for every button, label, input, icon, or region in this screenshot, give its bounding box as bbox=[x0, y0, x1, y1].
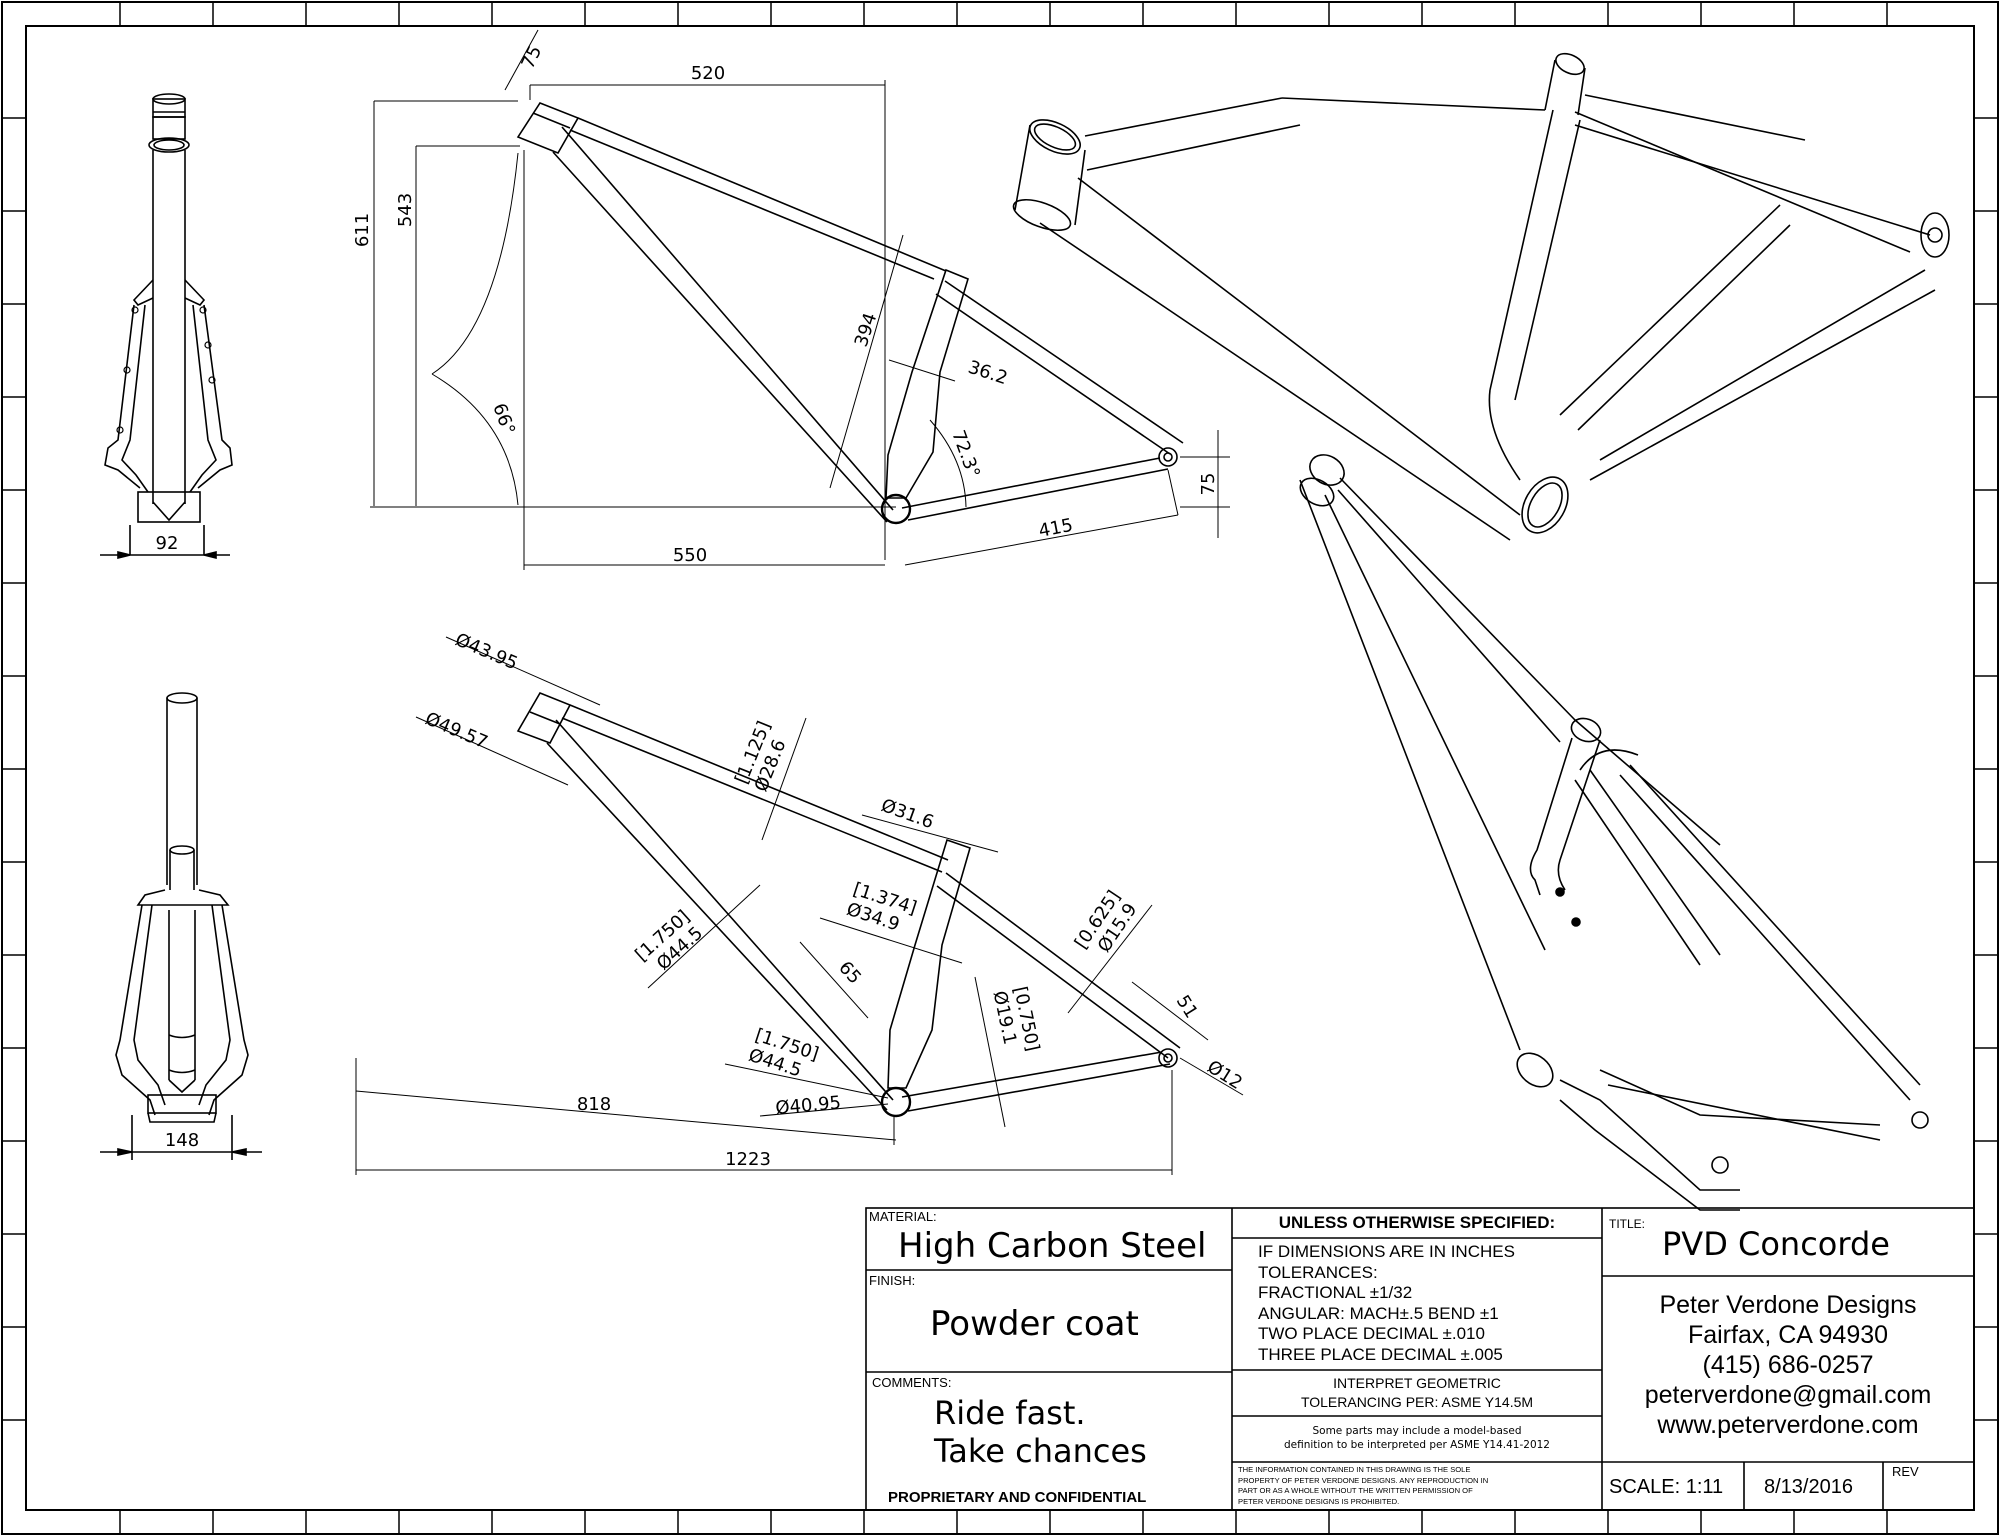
dim-bb-drop: 75 bbox=[1198, 473, 1219, 496]
dim-wheelbase: 1223 bbox=[725, 1149, 771, 1170]
scale-value: SCALE: 1:11 bbox=[1609, 1476, 1724, 1498]
dim-dropout-offset: 51 bbox=[1172, 992, 1202, 1023]
dim-axle: Ø12 bbox=[1203, 1056, 1246, 1093]
notice-line: THE INFORMATION CONTAINED IN THIS DRAWIN… bbox=[1238, 1465, 1471, 1474]
dim-bottle-mount-spacing: 65 bbox=[834, 957, 865, 988]
notice-line: PROPERTY OF PETER VERDONE DESIGNS. ANY R… bbox=[1238, 1475, 1489, 1485]
notice: THE INFORMATION CONTAINED IN THIS DRAWIN… bbox=[1238, 1465, 1488, 1507]
dim-down-tube-label: [1.750] Ø44.5 bbox=[631, 902, 712, 981]
tolerance-line: FRACTIONAL ±1/32 bbox=[1258, 1283, 1413, 1302]
dim-bb-shell: Ø40.95 bbox=[775, 1092, 842, 1119]
tolerance-line: IF DIMENSIONS ARE IN INCHES bbox=[1258, 1242, 1515, 1261]
tolerance-line: TOLERANCES: bbox=[1258, 1262, 1378, 1282]
tolerance-line: ANGULAR: MACH±.5 BEND ±1 bbox=[1258, 1303, 1499, 1323]
isometric-view-rear bbox=[1299, 454, 1929, 1211]
dim-top-tube-label: [1.125] Ø28.6 bbox=[731, 713, 797, 795]
dim-head-tube-top-height: 543 bbox=[395, 193, 416, 227]
rev-label: REV bbox=[1892, 1464, 1919, 1479]
rear-view bbox=[100, 692, 262, 1160]
dim-effective-top-tube: 520 bbox=[691, 63, 725, 84]
isometric-view-front bbox=[1012, 52, 1950, 541]
company-email: peterverdone@gmail.com bbox=[1644, 1381, 1932, 1409]
title-label: TITLE: bbox=[1609, 1217, 1646, 1231]
company-info: Peter Verdone Designs Fairfax, CA 94930 … bbox=[1604, 1290, 1972, 1440]
company-name: Peter Verdone Designs bbox=[1659, 1291, 1917, 1319]
dim-down-tube-lower-label: [1.750] Ø44.5 bbox=[746, 1025, 827, 1087]
dim-head-tube-upper-od: Ø43.95 bbox=[452, 629, 521, 674]
dim-seat-tube-label: [1.374] Ø34.9 bbox=[844, 879, 925, 941]
dim-stack: 611 bbox=[352, 213, 373, 247]
tubing-dims: Ø43.95 Ø49.57 [1.125] Ø28.6 Ø31.6 [1.750… bbox=[422, 629, 1246, 1170]
dim-seat-tube-offset: 36.2 bbox=[965, 357, 1010, 389]
gdt-line-1: INTERPRET GEOMETRIC bbox=[1333, 1375, 1501, 1391]
dim-head-to-bb: 818 bbox=[577, 1094, 611, 1115]
material-label: MATERIAL: bbox=[869, 1209, 937, 1224]
comments-line-1: Ride fast. bbox=[934, 1394, 1086, 1432]
tubing-view bbox=[355, 636, 1244, 1175]
proprietary-label: PROPRIETARY AND CONFIDENTIAL bbox=[888, 1489, 1147, 1506]
geometry-dims: 520 75 611 543 66° 394 36.2 72.3° 415 75… bbox=[352, 42, 1219, 566]
dim-head-angle: 66° bbox=[488, 401, 519, 438]
front-view bbox=[100, 93, 233, 560]
dim-seatstay-label: [0.625] Ø15.9 bbox=[1071, 882, 1146, 965]
dim-seat-tube-length: 394 bbox=[851, 310, 882, 349]
tolerance-line: THREE PLACE DECIMAL ±.005 bbox=[1258, 1344, 1503, 1364]
geometry-view bbox=[370, 29, 1230, 570]
company-phone: (415) 686-0257 bbox=[1702, 1351, 1874, 1379]
finish-label: FINISH: bbox=[869, 1273, 916, 1288]
dim-chainstay: 415 bbox=[1037, 515, 1075, 542]
company-website: www.peterverdone.com bbox=[1657, 1411, 1919, 1439]
mbd-line-2: definition to be interpreted per ASME Y1… bbox=[1283, 1439, 1550, 1451]
notice-line: PETER VERDONE DESIGNS IS PROHIBITED. bbox=[1238, 1496, 1400, 1506]
tolerance-line: TWO PLACE DECIMAL ±.010 bbox=[1258, 1324, 1485, 1343]
drawing-title: PVD Concorde bbox=[1662, 1225, 1890, 1263]
finish-value: Powder coat bbox=[930, 1304, 1139, 1344]
tolerances-list: IF DIMENSIONS ARE IN INCHES TOLERANCES: … bbox=[1258, 1242, 1515, 1365]
gdt-note: INTERPRET GEOMETRIC TOLERANCING PER: ASM… bbox=[1234, 1374, 1600, 1412]
mbd-note: Some parts may include a model-based def… bbox=[1234, 1424, 1600, 1452]
front-view-width-dim: 92 bbox=[156, 533, 179, 554]
company-address: Fairfax, CA 94930 bbox=[1687, 1321, 1889, 1349]
comments-label: COMMENTS: bbox=[872, 1375, 952, 1390]
dim-front-center: 550 bbox=[673, 545, 707, 566]
notice-line: PART OR AS A WHOLE WITHOUT THE WRITTEN P… bbox=[1238, 1486, 1473, 1495]
comments-line-2: Take chances bbox=[934, 1432, 1147, 1470]
unless-specified: UNLESS OTHERWISE SPECIFIED: bbox=[1278, 1213, 1556, 1232]
title-block-frame bbox=[865, 1207, 1975, 1511]
dim-head-tube-lower-od: Ø49.57 bbox=[422, 708, 491, 753]
dim-chainstay-label: [0.750] Ø19.1 bbox=[989, 985, 1045, 1063]
dim-head-tube-length: 75 bbox=[517, 42, 546, 72]
gdt-line-2: TOLERANCING PER: ASME Y14.5M bbox=[1300, 1394, 1534, 1410]
mbd-line-1: Some parts may include a model-based bbox=[1312, 1425, 1522, 1437]
material-value: High Carbon Steel bbox=[898, 1226, 1207, 1266]
date-value: 8/13/2016 bbox=[1764, 1476, 1853, 1498]
rear-view-width-dim: 148 bbox=[165, 1130, 199, 1151]
